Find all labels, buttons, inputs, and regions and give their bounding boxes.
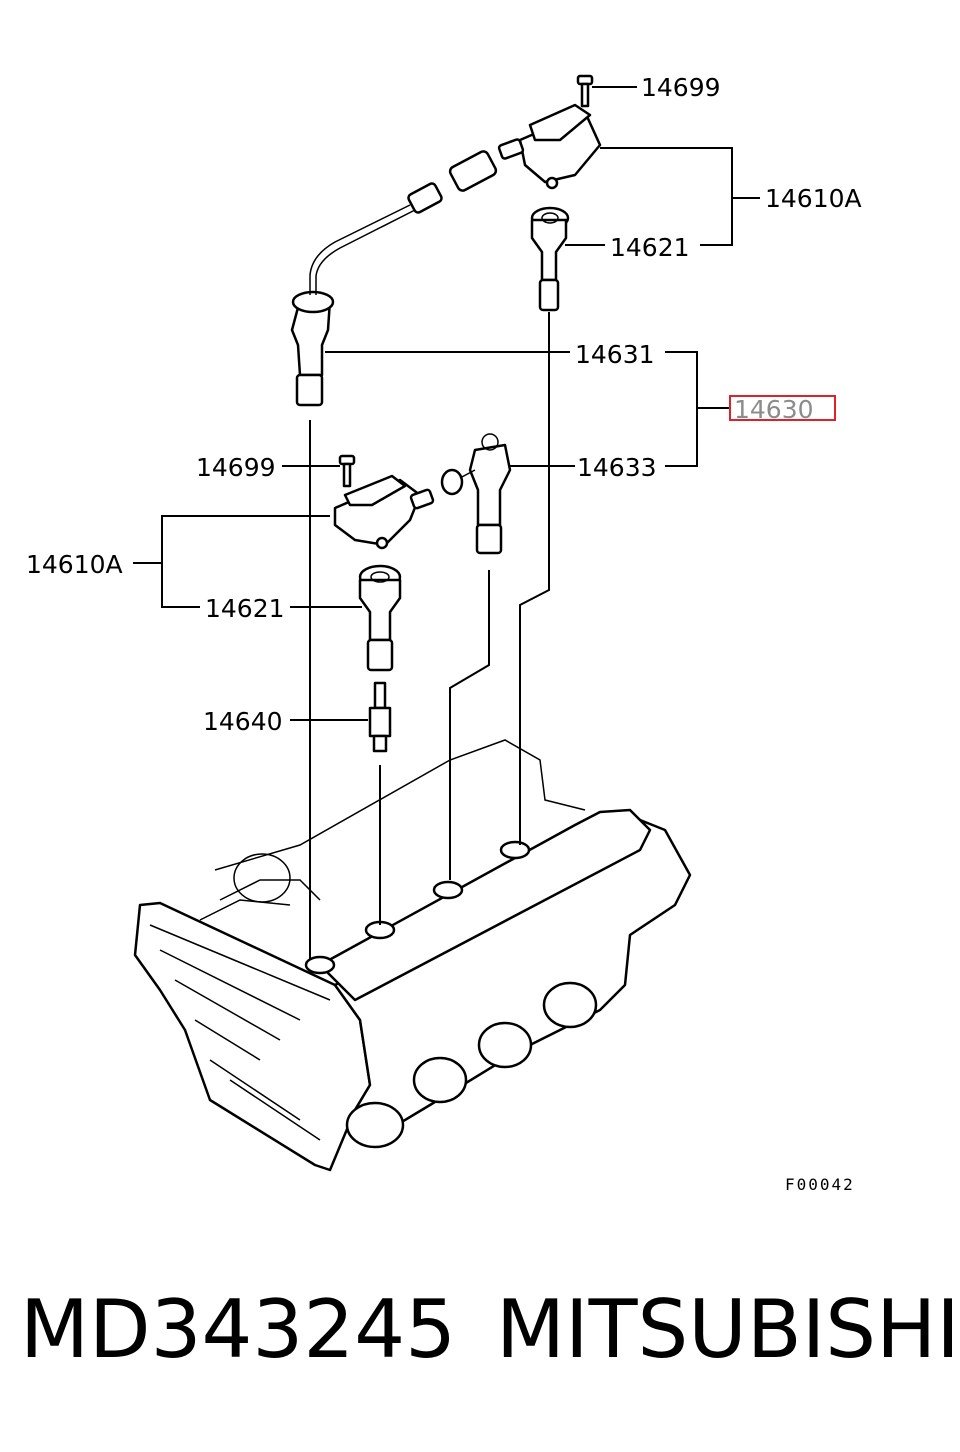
label-boot-mid[interactable]: 14621 — [205, 594, 285, 623]
spark-plug — [368, 681, 392, 753]
label-cable-14633[interactable]: 14633 — [577, 453, 657, 482]
bolt-top — [576, 74, 594, 108]
label-spark-plug[interactable]: 14640 — [203, 707, 283, 736]
cylinder-head — [133, 739, 692, 1172]
label-coil-mid[interactable]: 14610A — [26, 550, 123, 579]
label-cable-set-14630[interactable]: 14630 — [734, 395, 814, 424]
brand-name: MITSUBISHI — [496, 1283, 960, 1376]
intake-ports — [345, 981, 598, 1149]
highlight-box — [729, 395, 836, 421]
coil-boot-mid — [358, 564, 402, 672]
leader-lines — [133, 86, 760, 960]
bolt-mid — [338, 454, 356, 488]
ignition-cable-14633 — [440, 433, 512, 555]
ignition-cable-14631 — [290, 150, 498, 407]
ignition-coil-mid — [333, 474, 435, 550]
coil-boot-top — [530, 206, 570, 312]
label-coil-top[interactable]: 14610A — [765, 184, 862, 213]
label-bolt-mid[interactable]: 14699 — [196, 453, 276, 482]
figure-code: F00042 — [785, 1175, 855, 1194]
part-labels: 14699 14610A 14621 14631 14630 14633 146… — [26, 73, 862, 1194]
label-bolt-top[interactable]: 14699 — [641, 73, 721, 102]
label-boot-top[interactable]: 14621 — [610, 233, 690, 262]
label-cable-14631[interactable]: 14631 — [575, 340, 655, 369]
ignition-coil-top — [497, 103, 602, 190]
part-number: MD343245 — [20, 1283, 457, 1376]
